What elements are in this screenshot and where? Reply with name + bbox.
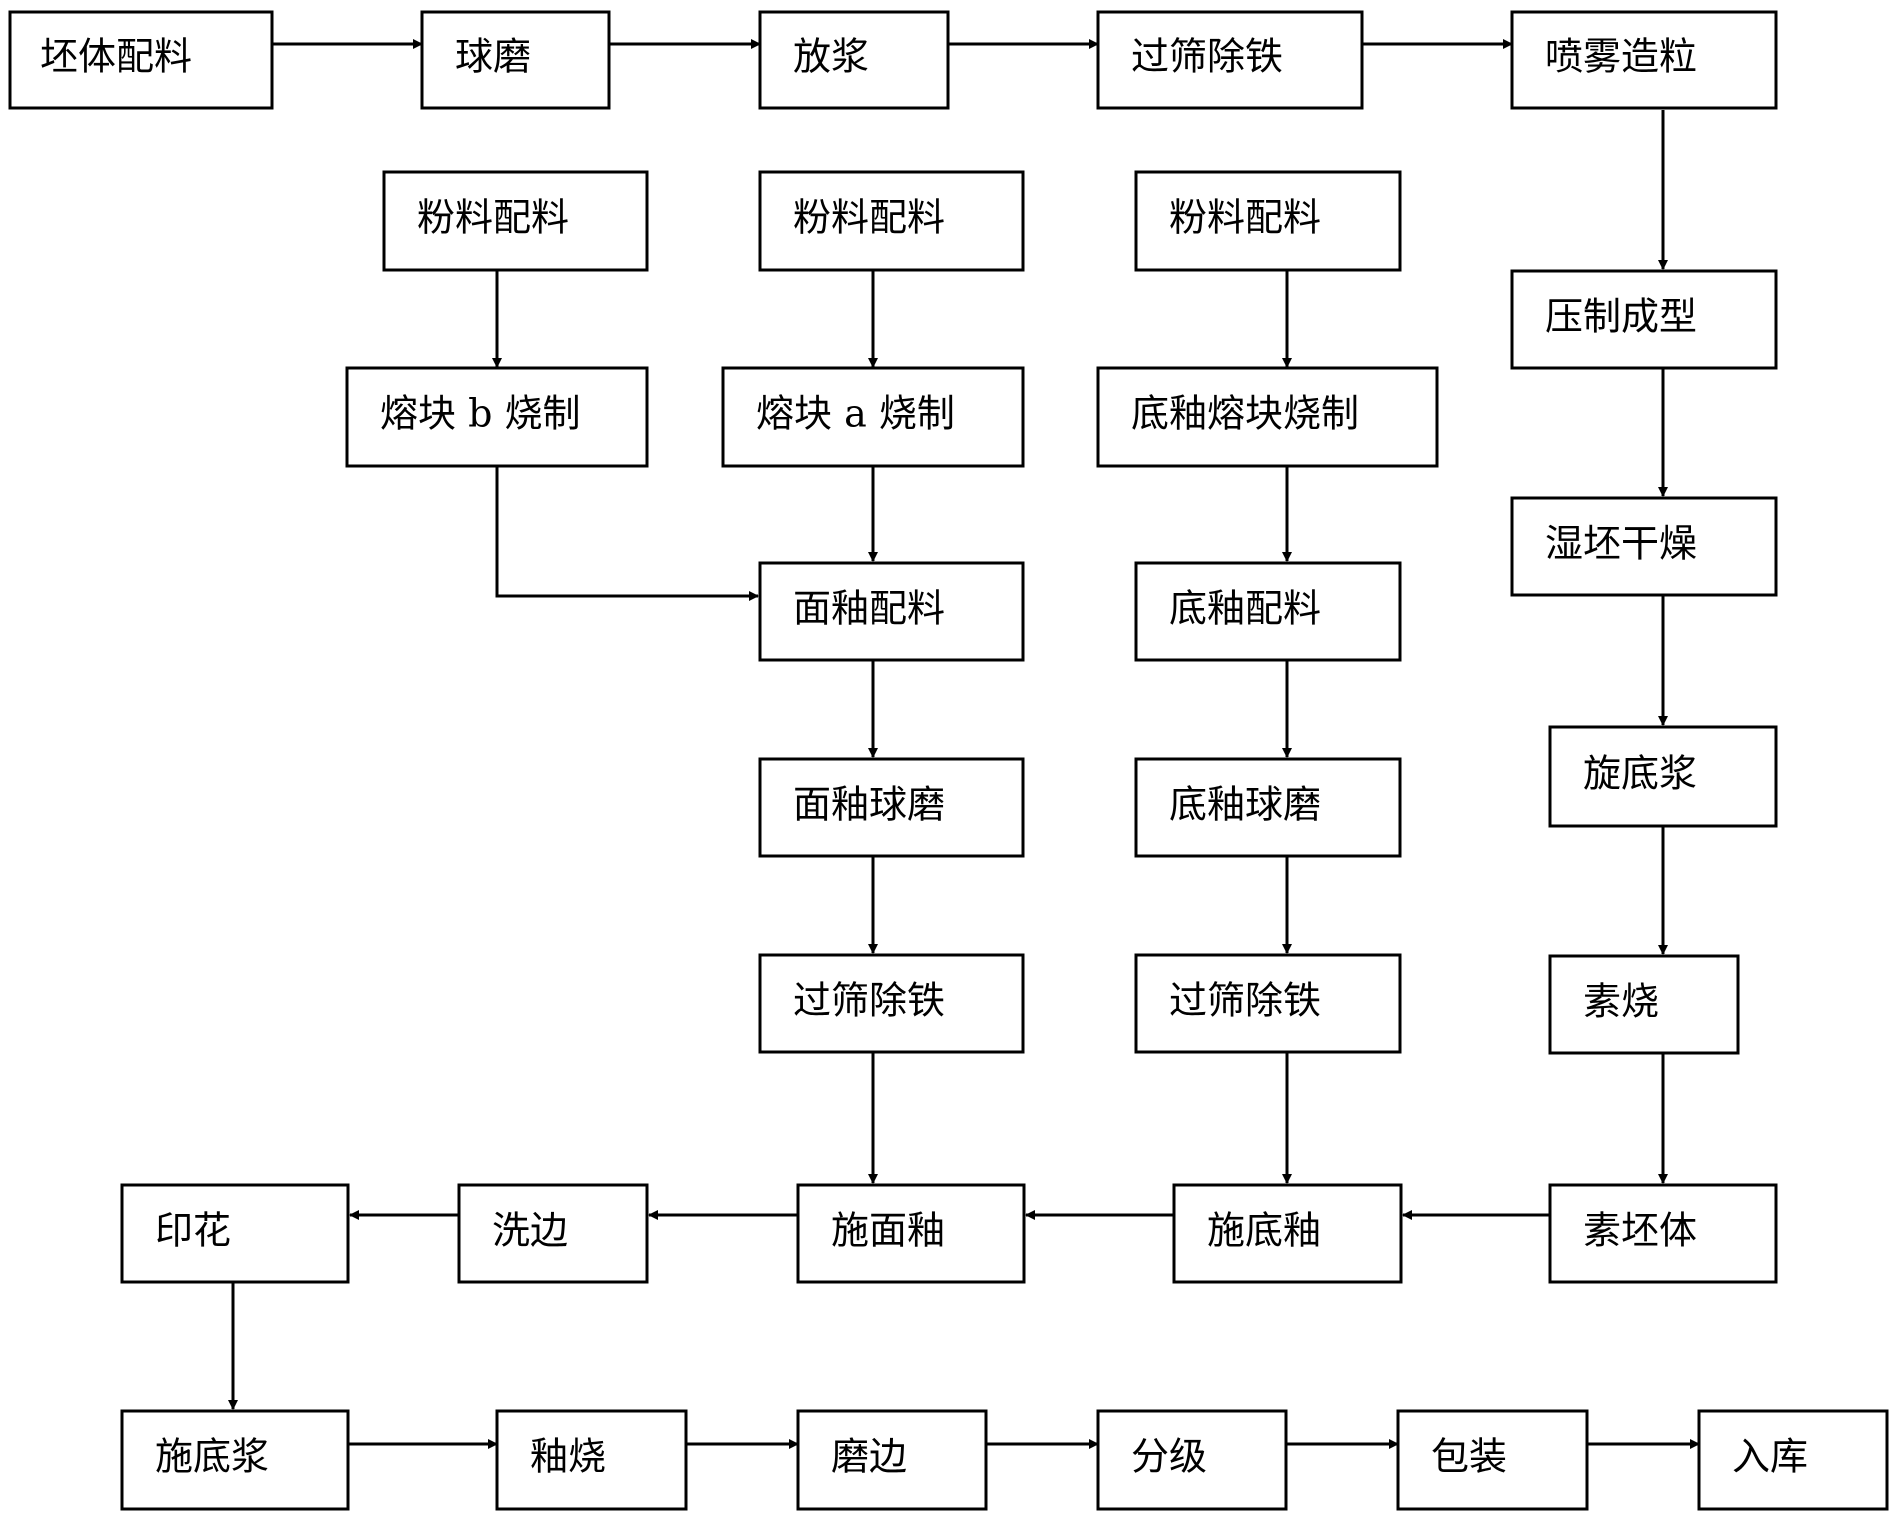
node-surface-glaze-milling: 面釉球磨	[758, 757, 1025, 858]
node-edge-grinding: 磨边	[796, 1409, 988, 1511]
node-spin-engobe: 旋底浆	[1548, 725, 1778, 828]
node-ball-milling: 球磨	[420, 10, 611, 110]
node-spray-granulation: 喷雾造粒	[1510, 10, 1778, 110]
node-label: 坯体配料	[40, 35, 192, 79]
node-apply-ground-glaze: 施底釉	[1172, 1183, 1403, 1284]
node-apply-surface-glaze: 施面釉	[796, 1183, 1026, 1284]
node-label: 喷雾造粒	[1545, 35, 1697, 79]
node-label: 洗边	[492, 1209, 568, 1253]
node-printing: 印花	[120, 1183, 350, 1284]
node-apply-engobe: 施底浆	[120, 1409, 350, 1511]
node-label: 熔块 a 烧制	[756, 392, 955, 436]
node-label: 底釉熔块烧制	[1131, 392, 1359, 436]
arrow-n10-n14	[495, 466, 759, 601]
node-label: 磨边	[831, 1435, 907, 1479]
node-warehousing: 入库	[1697, 1409, 1889, 1511]
node-label: 施面釉	[831, 1209, 945, 1253]
process-nodes: 坯体配料 球磨 放浆 过筛除铁 喷雾造粒 粉料配料 粉料配料 粉料	[8, 10, 1889, 1511]
node-label: 粉料配料	[793, 196, 945, 240]
node-bisque-firing: 素烧	[1548, 954, 1740, 1055]
node-powder-batching-3: 粉料配料	[1134, 170, 1402, 272]
node-label: 过筛除铁	[1169, 979, 1321, 1023]
node-ground-glaze-batching: 底釉配料	[1134, 561, 1402, 662]
node-label: 过筛除铁	[793, 979, 945, 1023]
node-label: 素烧	[1583, 980, 1659, 1024]
node-frit-b-firing: 熔块 b 烧制	[345, 366, 649, 468]
node-label: 过筛除铁	[1131, 35, 1283, 79]
node-label: 底釉配料	[1169, 587, 1321, 631]
node-label: 湿坯干燥	[1545, 522, 1697, 566]
node-label: 面釉球磨	[793, 783, 945, 827]
node-frit-a-firing: 熔块 a 烧制	[721, 366, 1025, 468]
node-sieve-iron-removal-3: 过筛除铁	[1134, 953, 1402, 1054]
node-slurry-discharge: 放浆	[758, 10, 950, 110]
node-label: 放浆	[793, 35, 869, 79]
node-wet-body-drying: 湿坯干燥	[1510, 496, 1778, 597]
node-label: 粉料配料	[1169, 196, 1321, 240]
node-surface-glaze-batching: 面釉配料	[758, 561, 1025, 662]
node-label: 熔块 b 烧制	[380, 392, 580, 436]
node-glaze-firing: 釉烧	[495, 1409, 688, 1511]
node-label: 分级	[1131, 1435, 1207, 1479]
node-label: 压制成型	[1545, 295, 1697, 339]
node-label: 球磨	[455, 35, 531, 79]
node-grading: 分级	[1096, 1409, 1288, 1511]
connector-lines	[228, 39, 1700, 1449]
node-powder-batching-1: 粉料配料	[382, 170, 649, 272]
node-label: 施底浆	[155, 1435, 269, 1479]
node-bisque-body: 素坯体	[1548, 1183, 1778, 1284]
node-label: 入库	[1732, 1435, 1808, 1479]
node-ground-glaze-milling: 底釉球磨	[1134, 757, 1402, 858]
node-packaging: 包装	[1396, 1409, 1589, 1511]
node-pressing: 压制成型	[1510, 269, 1778, 370]
node-label: 粉料配料	[417, 196, 569, 240]
node-powder-batching-2: 粉料配料	[758, 170, 1025, 272]
node-label: 包装	[1431, 1435, 1507, 1479]
node-label: 旋底浆	[1583, 752, 1697, 796]
node-edge-washing: 洗边	[457, 1183, 649, 1284]
node-label: 面釉配料	[793, 587, 945, 631]
node-sieve-iron-removal-1: 过筛除铁	[1096, 10, 1364, 110]
node-label: 印花	[155, 1209, 231, 1253]
node-sieve-iron-removal-2: 过筛除铁	[758, 953, 1025, 1054]
node-label: 釉烧	[530, 1435, 606, 1479]
node-body-batching: 坯体配料	[8, 10, 274, 110]
node-label: 底釉球磨	[1169, 783, 1321, 827]
node-ground-glaze-frit-firing: 底釉熔块烧制	[1096, 366, 1439, 468]
node-label: 素坯体	[1583, 1209, 1697, 1253]
node-label: 施底釉	[1207, 1209, 1321, 1253]
